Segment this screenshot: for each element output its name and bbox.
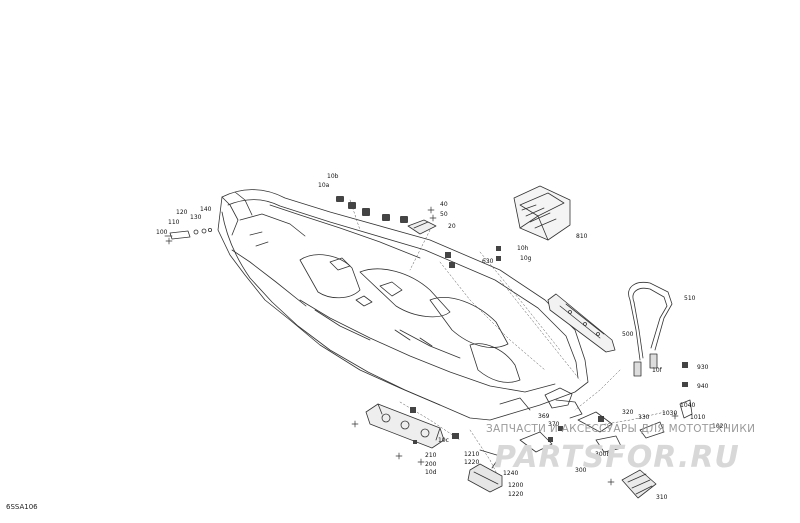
label-10c: 10c: [438, 437, 449, 444]
bow-eye-parts: [164, 227, 212, 240]
storage-bin-part: [513, 185, 571, 241]
label-320: 320: [622, 409, 634, 416]
label-1040: 1040: [680, 402, 696, 409]
bracket-part: [407, 219, 437, 235]
label-1010: 1010: [690, 414, 706, 421]
label-50: 50: [440, 211, 448, 218]
label-300: 300: [575, 467, 587, 474]
label-130: 130: [190, 214, 202, 221]
watermark-logo: PARTSFOR.RU: [494, 440, 740, 475]
label-10f: 10f: [652, 367, 662, 374]
label-200: 200: [425, 461, 437, 468]
label-1200: 1200: [508, 482, 524, 489]
label-310: 310: [656, 494, 668, 501]
label-40: 40: [440, 201, 448, 208]
fasteners: [336, 196, 688, 444]
label-930: 930: [697, 364, 709, 371]
label-10g: 10g: [520, 255, 532, 262]
label-370: 370: [548, 421, 560, 428]
label-120: 120: [176, 209, 188, 216]
label-330: 330: [638, 414, 650, 421]
label-369: 369: [538, 413, 550, 420]
label-10b: 10b: [327, 173, 339, 180]
label-1210: 1210: [464, 451, 480, 458]
watermark-caption: ЗАПЧАСТИ И АКСЕССУАРЫ ДЛЯ МОТОТЕХНИКИ: [486, 423, 756, 435]
grab-handle-part: [628, 281, 673, 377]
hull-outline: [217, 189, 589, 421]
label-1020: 1020: [712, 423, 728, 430]
label-500: 500: [622, 331, 634, 338]
label-210: 210: [425, 452, 437, 459]
label-1240: 1240: [503, 470, 519, 477]
label-100: 100: [156, 229, 168, 236]
label-1220-a: 1220: [464, 459, 480, 466]
step-rail-part: [547, 293, 616, 353]
label-1220-b: 1220: [508, 491, 524, 498]
label-10h: 10h: [517, 245, 529, 252]
screw-symbols: [165, 206, 679, 486]
diagram-reference-code: 6SSA106: [6, 503, 38, 511]
fin-plate-part: [365, 403, 445, 449]
label-1030: 1030: [662, 410, 678, 417]
label-140: 140: [200, 206, 212, 213]
label-10d: 10d: [425, 469, 437, 476]
jet-pump-parts: [519, 399, 693, 453]
label-630: 630: [482, 258, 494, 265]
label-300b: 300b: [595, 451, 611, 458]
label-810: 810: [576, 233, 588, 240]
label-20: 20: [448, 223, 456, 230]
label-940: 940: [697, 383, 709, 390]
label-110: 110: [168, 219, 180, 226]
label-510: 510: [684, 295, 696, 302]
intake-grate-part: [621, 469, 657, 499]
drain-assembly-part: [467, 449, 503, 493]
label-10a: 10a: [318, 182, 330, 189]
